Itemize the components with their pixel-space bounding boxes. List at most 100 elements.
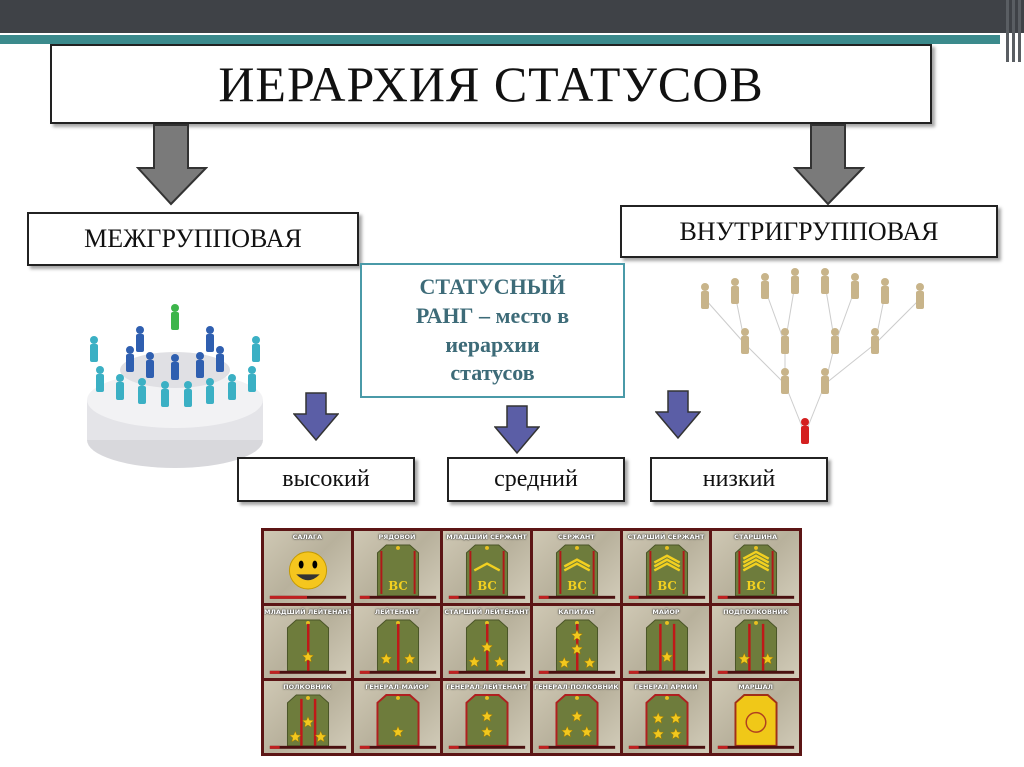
person-figure (184, 381, 192, 407)
svg-text:BC: BC (747, 579, 766, 593)
rank-card: МАЙОР (622, 606, 710, 678)
person-figure (136, 326, 144, 352)
person-figure (831, 328, 839, 354)
arrow-down-middle (494, 405, 540, 455)
rank-insignia-icon (449, 619, 526, 674)
rank-insignia-icon (538, 619, 616, 674)
status-rank-definition: СТАТУСНЫЙ РАНГ – место в иерархии статус… (360, 263, 625, 398)
rank-card: BC МЛАДШИЙ СЕРЖАНТ (443, 531, 530, 603)
rank-name: КАПИТАН (558, 608, 595, 616)
svg-text:BC: BC (657, 579, 676, 593)
person-figure (881, 278, 889, 304)
definition-line: иерархии (445, 331, 540, 357)
rank-card: МАРШАЛ (712, 681, 799, 753)
tree-link (874, 298, 921, 345)
rank-insignia-icon (628, 619, 705, 674)
person-figure (206, 326, 214, 352)
person-figure (96, 366, 104, 392)
person-figure (851, 273, 859, 299)
rank-card: ПОЛКОВНИК (264, 681, 351, 753)
arrow-down-right (793, 124, 865, 206)
rank-insignia-icon (538, 694, 616, 749)
rank-insignia-icon (359, 694, 436, 749)
rank-card: ГЕНЕРАЛ-МАЙОР (353, 681, 441, 753)
slide-accent-line (0, 35, 1000, 44)
rank-card: КАПИТАН (532, 606, 620, 678)
arrow-down-left (136, 124, 208, 206)
svg-text:BC: BC (567, 579, 586, 593)
person-figure (206, 378, 214, 404)
rank-name: ПОДПОЛКОВНИК (723, 608, 789, 616)
level-middle: средний (447, 457, 625, 502)
person-figure (761, 273, 769, 299)
person-figure (781, 368, 789, 394)
intergroup-people-illustration (87, 304, 263, 468)
slide-title: ИЕРАРХИЯ СТАТУСОВ (50, 44, 932, 124)
definition-line: СТАТУСНЫЙ (419, 274, 566, 300)
person-figure (791, 268, 799, 294)
arrow-down-high (293, 392, 339, 442)
arrow-down-low (655, 390, 701, 440)
rank-insignia-icon: BC (359, 544, 436, 599)
person-figure (216, 346, 224, 372)
decor-line (1012, 0, 1015, 62)
rank-name: МЛАДШИЙ СЕРЖАНТ (446, 533, 527, 541)
decor-line (1006, 0, 1009, 62)
person-figure (116, 374, 124, 400)
rank-card: ГЕНЕРАЛ-ЛЕЙТЕНАНТ (443, 681, 530, 753)
rank-insignia-icon: BC (449, 544, 526, 599)
tree-link (704, 298, 746, 345)
person-figure (701, 283, 709, 309)
decor-line (1018, 0, 1021, 62)
rank-insignia-icon (628, 694, 705, 749)
rank-name: СЕРЖАНТ (557, 533, 595, 541)
rank-insignia-icon (359, 619, 436, 674)
rank-insignia-icon (269, 551, 347, 599)
person-figure (801, 418, 809, 444)
rank-insignia-icon (269, 694, 347, 749)
rank-card: САЛАГА (264, 531, 351, 603)
rank-name: ГЕНЕРАЛ-ЛЕЙТЕНАНТ (446, 683, 528, 691)
person-figure (781, 328, 789, 354)
rank-name: СТАРШИЙ ЛЕЙТЕНАНТ (444, 608, 529, 616)
rank-insignia-icon: BC (628, 544, 705, 599)
definition-line: статусов (450, 360, 535, 386)
person-figure (196, 352, 204, 378)
rank-name: ГЕНЕРАЛ АРМИИ (634, 683, 698, 691)
person-figure (228, 374, 236, 400)
person-figure (171, 354, 179, 380)
person-figure (90, 336, 98, 362)
person-figure (821, 368, 829, 394)
slide-top-bar (0, 0, 1024, 33)
rank-card: ГЕНЕРАЛ-ПОЛКОВНИК (532, 681, 620, 753)
intragroup-label: ВНУТРИГРУППОВАЯ (620, 205, 998, 258)
person-figure (741, 328, 749, 354)
rank-name: СТАРШИЙ СЕРЖАНТ (627, 533, 705, 541)
rank-card: МЛАДШИЙ ЛЕЙТЕНАНТ (264, 606, 351, 678)
rank-insignia-icon (269, 619, 347, 674)
intergroup-label: МЕЖГРУППОВАЯ (27, 212, 359, 266)
rank-card: СТАРШИЙ ЛЕЙТЕНАНТ (443, 606, 530, 678)
person-figure (252, 336, 260, 362)
person-figure (146, 352, 154, 378)
tree-link (744, 343, 786, 385)
person-figure (731, 278, 739, 304)
rank-card: BC СТАРШИЙ СЕРЖАНТ (622, 531, 710, 603)
rank-card: BC СТАРШИНА (712, 531, 799, 603)
person-figure (821, 268, 829, 294)
person-figure (126, 346, 134, 372)
definition-line: РАНГ – место в (415, 302, 570, 328)
rank-name: ПОЛКОВНИК (283, 683, 332, 691)
person-figure (138, 378, 146, 404)
rank-name: МАРШАЛ (738, 683, 774, 691)
rank-card: BC СЕРЖАНТ (532, 531, 620, 603)
rank-insignia-icon: BC (718, 544, 795, 599)
person-figure (171, 304, 179, 330)
rank-name: ГЕНЕРАЛ-МАЙОР (365, 683, 429, 691)
person-figure (916, 283, 924, 309)
person-figure (248, 366, 256, 392)
rank-name: СТАРШИНА (734, 533, 778, 541)
rank-insignia-icon (718, 694, 795, 749)
